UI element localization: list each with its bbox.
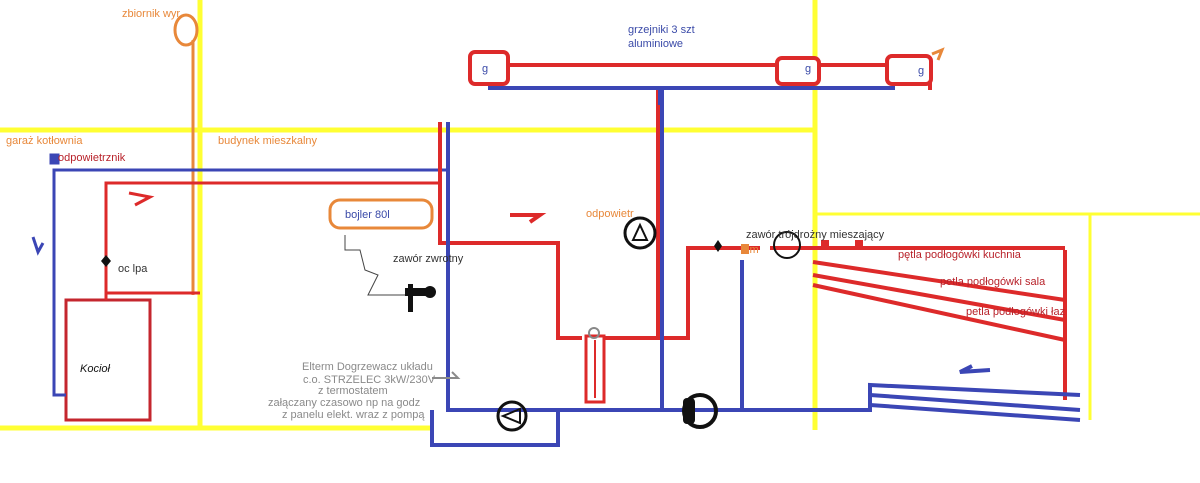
radiator-1	[468, 50, 510, 86]
thermostat-wire	[344, 235, 405, 296]
radiator-3	[885, 54, 933, 86]
check-valve-label: zawór zwrotny	[393, 253, 464, 265]
loop-bath-label: petla podłogówki łaz	[966, 306, 1065, 318]
boiler-tank-label: bojler 80l	[345, 209, 390, 221]
loop-kitchen-label: pętla podłogówki kuchnia	[898, 249, 1022, 261]
tank-label: zbiornik wyr	[122, 8, 180, 20]
radiators	[468, 50, 933, 86]
pump-diamond	[101, 255, 111, 267]
heater-label-2: c.o. STRZELEC 3kW/230V	[303, 374, 436, 386]
pump-mark: zm	[744, 244, 759, 256]
building-walls	[0, 0, 1200, 431]
immersion-heater	[584, 334, 606, 404]
heater-label-1: Elterm Dogrzewacz układu	[302, 361, 433, 373]
boiler-return-pipes	[31, 153, 448, 397]
main-return-risers	[430, 86, 1081, 447]
loop-living-label: petla podłogówki sala	[940, 276, 1046, 288]
radiator-1-label: g	[482, 63, 488, 75]
heater-label-4: załączany czasowo np na godz	[268, 397, 420, 409]
boiler	[64, 298, 152, 422]
mixing-valve-label: zawór trójdrożny mieszający	[746, 229, 885, 241]
pump-label: oc lpa	[118, 263, 148, 275]
expansion-tank	[173, 13, 199, 295]
radiator-2-label: g	[805, 63, 811, 75]
heater-label-3: z termostatem	[318, 385, 388, 397]
boiler-label: Kocioł	[80, 363, 111, 375]
radiators-label-1: grzejniki 3 szt	[628, 24, 695, 36]
boiler-tank	[328, 198, 434, 230]
radiator-3-label: g	[918, 65, 924, 77]
check-valve-body	[405, 288, 430, 296]
heater-label-5: z panelu elekt. wraz z pompą	[282, 409, 425, 421]
circulation-pump-bottom	[496, 400, 528, 432]
radiators-label-2: aluminiowe	[628, 38, 683, 50]
radiator-vent-orange	[931, 47, 945, 61]
air-vent-left-label: odpowietrznik	[58, 152, 126, 164]
air-vent-mid-label: odpowietr	[586, 208, 634, 220]
heater-arrow	[432, 371, 461, 379]
living-building-label: budynek mieszkalny	[218, 135, 318, 147]
radiator-2	[775, 56, 821, 86]
mixing-valve-circle	[773, 231, 801, 259]
diamond-valve	[714, 240, 722, 252]
circulation-pump-top	[623, 216, 657, 250]
garage-label: garaż kotłownia	[6, 135, 83, 147]
